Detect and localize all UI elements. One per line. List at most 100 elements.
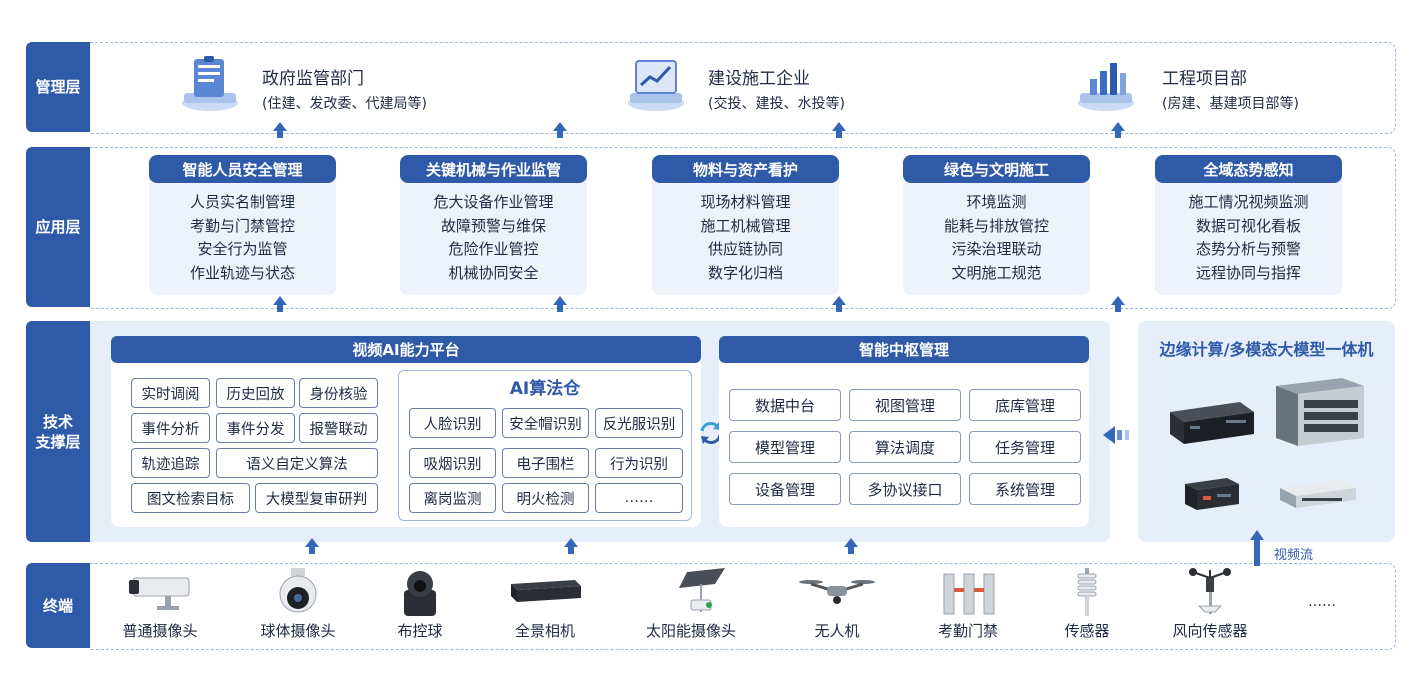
- hub-chip: 模型管理: [729, 431, 841, 463]
- app-item: 环境监测: [966, 193, 1027, 211]
- arrow-up-icon: [553, 296, 567, 312]
- chart-screen-icon: [626, 55, 686, 113]
- wind-sensor-icon: [1145, 568, 1275, 622]
- terminal-more: ……: [1308, 594, 1336, 610]
- arrow-up-icon: [273, 296, 287, 312]
- hub-chip: 多协议接口: [849, 473, 961, 505]
- hub-chip: 视图管理: [849, 389, 961, 421]
- algo-chip: 明火检测: [502, 483, 589, 513]
- layer-label-application: 应用层: [26, 147, 90, 307]
- app-item: 危大设备作业管理: [433, 193, 554, 211]
- app-item: 人员实名制管理: [189, 193, 295, 211]
- management-subtitle: (交投、建投、水投等): [708, 96, 845, 112]
- algo-chip: ……: [595, 483, 683, 513]
- control-ball-icon: [355, 568, 485, 622]
- algo-chip: 安全帽识别: [502, 408, 589, 438]
- hub-chip: 底库管理: [969, 389, 1081, 421]
- feature-chip: 大模型复审研判: [255, 483, 378, 513]
- feature-chip: 实时调阅: [131, 378, 210, 408]
- management-title: 政府监管部门: [262, 69, 364, 89]
- app-item: 危险作业管控: [448, 240, 539, 258]
- algo-chip: 反光服识别: [595, 408, 683, 438]
- feature-chip: 报警联动: [299, 413, 378, 443]
- management-subtitle: (房建、基建项目部等): [1162, 96, 1299, 112]
- arrow-up-icon: [832, 296, 846, 312]
- hub-chip: 任务管理: [969, 431, 1081, 463]
- app-item: 故障预警与维保: [440, 216, 546, 235]
- arrow-up-icon: [844, 538, 858, 554]
- app-item: 数据可视化看板: [1195, 216, 1301, 235]
- app-item: 施工机械管理: [700, 216, 791, 235]
- app-item: 态势分析与预警: [1195, 240, 1301, 258]
- feature-chip: 图文检索目标: [131, 483, 250, 513]
- feature-chip: 历史回放: [216, 378, 295, 408]
- drone-icon: [772, 568, 902, 612]
- feature-chip: 语义自定义算法: [216, 448, 378, 478]
- server-icon: [1166, 398, 1256, 448]
- terminal-label: 风向传感器: [1172, 622, 1248, 640]
- terminal-label: 太阳能摄像头: [645, 622, 736, 640]
- terminal-label: 球体摄像头: [260, 622, 336, 640]
- arrow-up-icon: [832, 122, 846, 138]
- hub-title: 智能中枢管理: [719, 336, 1089, 363]
- algo-title: AI算法仓: [509, 379, 581, 399]
- app-item: 污染治理联动: [951, 240, 1042, 258]
- algo-chip: 吸烟识别: [409, 448, 496, 478]
- app-item: 作业轨迹与状态: [189, 263, 295, 282]
- layer-label-management: 管理层: [26, 42, 90, 132]
- management-item-3: 工程项目部 (房建、基建项目部等): [1162, 64, 1299, 113]
- video-ai-title: 视频AI能力平台: [111, 336, 701, 363]
- edge-title: 边缘计算/多模态大模型一体机: [1159, 340, 1374, 359]
- app-item: 现场材料管理: [700, 193, 791, 211]
- app-item: 机械协同安全: [448, 263, 539, 282]
- algo-chip: 行为识别: [595, 448, 683, 478]
- terminal-label: 无人机: [814, 622, 860, 640]
- app-item: 施工情况视频监测: [1188, 193, 1309, 211]
- edge-device-icon: [1276, 474, 1360, 514]
- sensor-icon: [1022, 568, 1152, 622]
- arrow-up-icon: [1250, 530, 1264, 566]
- arrow-up-icon: [564, 538, 578, 554]
- algo-chip: 电子围栏: [502, 448, 589, 478]
- arrow-up-icon: [553, 122, 567, 138]
- turnstile-icon: [903, 568, 1033, 622]
- feature-chip: 事件分析: [131, 413, 210, 443]
- management-item-1: 政府监管部门 (住建、发改委、代建局等): [262, 64, 427, 113]
- dome-camera-icon: [233, 568, 363, 622]
- management-layer: [90, 42, 1396, 134]
- feature-chip: 身份核验: [299, 378, 378, 408]
- solar-camera-icon: [626, 568, 756, 622]
- edge-box-icon: [1181, 474, 1243, 514]
- app-card-machinery: 关键机械与作业监管 危大设备作业管理 故障预警与维保 危险作业管控 机械协同安全: [400, 155, 587, 295]
- management-title: 建设施工企业: [708, 69, 810, 89]
- bullet-camera-icon: [95, 568, 225, 618]
- app-card-title: 全域态势感知: [1155, 155, 1342, 183]
- panoramic-camera-icon: [480, 568, 610, 612]
- app-item: 数字化归档: [707, 263, 783, 282]
- app-card-situation: 全域态势感知 施工情况视频监测 数据可视化看板 态势分析与预警 远程协同与指挥: [1155, 155, 1342, 295]
- terminal-label: 全景相机: [514, 622, 575, 640]
- management-item-2: 建设施工企业 (交投、建投、水投等): [708, 64, 845, 113]
- arrow-up-icon: [305, 538, 319, 554]
- terminal-label: 普通摄像头: [122, 622, 198, 640]
- algo-chip: 人脸识别: [409, 408, 496, 438]
- app-card-assets: 物料与资产看护 现场材料管理 施工机械管理 供应链协同 数字化归档: [652, 155, 839, 295]
- app-item: 供应链协同: [707, 240, 783, 258]
- app-card-title: 关键机械与作业监管: [400, 155, 587, 183]
- hub-chip: 系统管理: [969, 473, 1081, 505]
- terminal-label: 布控球: [397, 622, 443, 640]
- arrow-up-icon: [273, 122, 287, 138]
- bar-chart-icon: [1076, 55, 1136, 113]
- app-item: 文明施工规范: [951, 263, 1042, 282]
- app-card-green: 绿色与文明施工 环境监测 能耗与排放管控 污染治理联动 文明施工规范: [903, 155, 1090, 295]
- management-title: 工程项目部: [1162, 69, 1247, 89]
- arrow-up-icon: [1111, 296, 1125, 312]
- layer-label-tech: 技术 支撑层: [26, 321, 90, 542]
- feature-chip: 轨迹追踪: [131, 448, 210, 478]
- algo-chip: 离岗监测: [409, 483, 496, 513]
- server-rack-icon: [1272, 376, 1368, 448]
- terminal-label: 传感器: [1064, 622, 1110, 640]
- terminal-label: 考勤门禁: [937, 622, 998, 640]
- clipboard-icon: [180, 55, 240, 113]
- arrow-left-icon: [1103, 426, 1135, 444]
